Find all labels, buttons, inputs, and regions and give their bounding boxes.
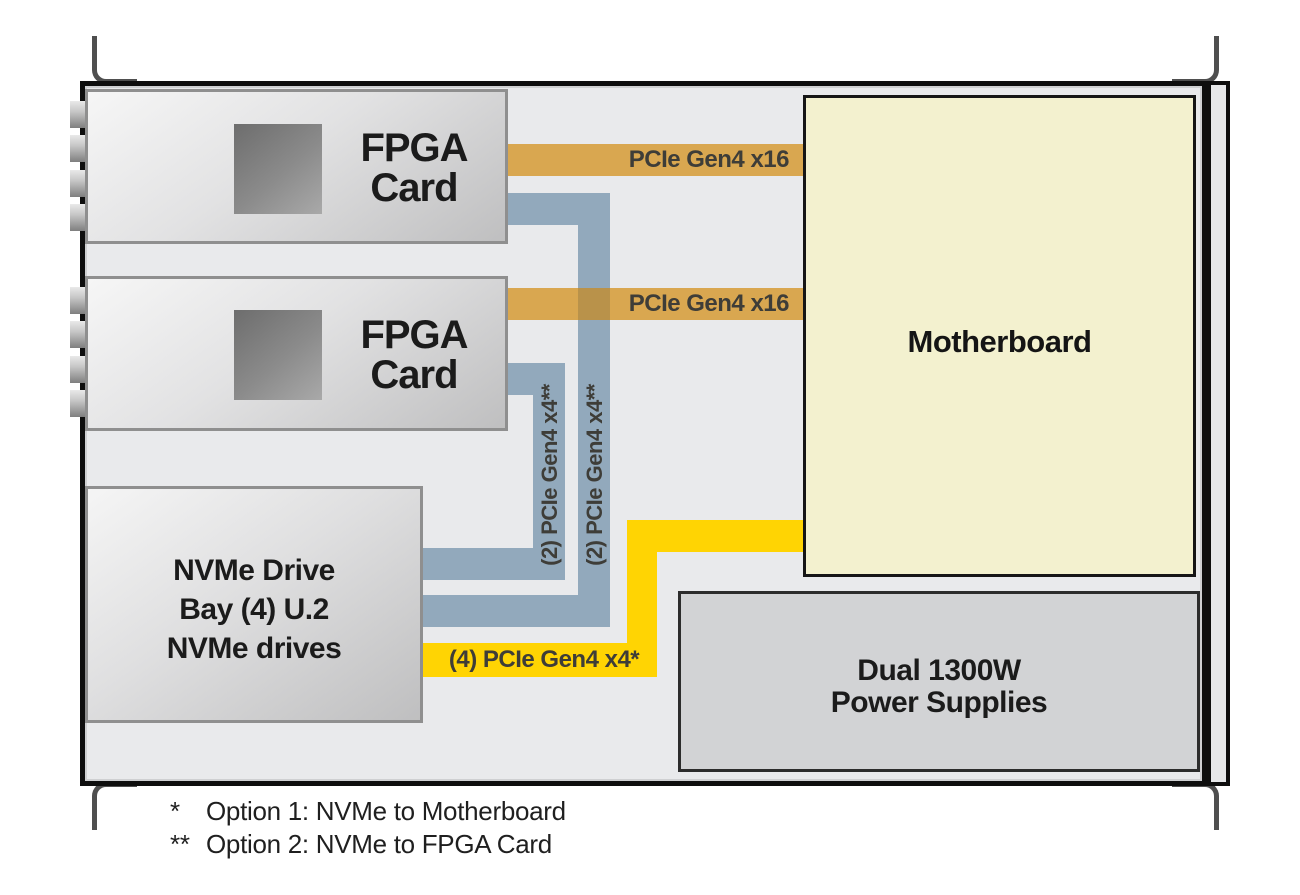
footnote2-text: Option 2: NVMe to FPGA Card	[206, 829, 552, 859]
nvme-label-line2: Bay (4) U.2	[179, 593, 329, 626]
link-fpga1-x16-bar: PCIe Gen4 x16	[508, 144, 803, 176]
link-nvme-mb-label: (4) PCIe Gen4 x4*	[448, 646, 640, 673]
motherboard: Motherboard	[803, 95, 1196, 577]
motherboard-label: Motherboard	[907, 324, 1092, 359]
link-fpga2-nvme-label: (2) PCIe Gen4 x4**	[537, 384, 562, 566]
psu-label-line2: Power Supplies	[830, 685, 1048, 719]
link-fpga2-x16-label: PCIe Gen4 x16	[628, 290, 790, 317]
link-fpga1-nvme-segment-h2	[423, 595, 610, 627]
rack-bracket-top-right	[1172, 36, 1219, 84]
footnote-option-1: * Option 1: NVMe to Motherboard	[170, 795, 566, 828]
rack-bracket-top-left	[92, 36, 137, 84]
rack-bracket-bottom-right	[1172, 782, 1219, 830]
fpga2-label-line1: FPGA	[360, 313, 468, 357]
link-nvme-mb-segment-h-top	[627, 520, 803, 552]
link-nvme-mb-bar: (4) PCIe Gen4 x4*	[423, 643, 657, 677]
link-crossing-blend	[578, 288, 610, 320]
link-fpga1-nvme-label: (2) PCIe Gen4 x4**	[582, 384, 607, 566]
footnote2-marker: **	[170, 829, 190, 859]
power-supplies: Dual 1300W Power Supplies	[678, 591, 1200, 772]
link-fpga2-x16-bar: PCIe Gen4 x16	[508, 288, 803, 320]
nvme-drive-bay: NVMe Drive Bay (4) U.2 NVMe drives	[85, 486, 423, 723]
fpga2-label: FPGA Card	[328, 315, 500, 395]
link-fpga1-x16-label: PCIe Gen4 x16	[628, 146, 790, 173]
footnote-option-2: ** Option 2: NVMe to FPGA Card	[170, 828, 566, 861]
fpga-card-1: FPGA Card	[85, 89, 508, 244]
link-fpga2-nvme-segment-v	[533, 363, 565, 580]
fpga2-label-line2: Card	[370, 353, 458, 397]
link-fpga1-nvme-segment-v	[578, 193, 610, 627]
fpga1-label: FPGA Card	[328, 128, 500, 208]
fpga-card-2: FPGA Card	[85, 276, 508, 431]
fpga1-chip	[234, 124, 322, 214]
link-fpga2-nvme-segment-h2	[423, 548, 565, 580]
footnotes: * Option 1: NVMe to Motherboard ** Optio…	[170, 795, 566, 861]
fpga1-label-line1: FPGA	[360, 126, 468, 170]
fpga2-chip	[234, 310, 322, 400]
fpga1-label-line2: Card	[370, 166, 458, 210]
footnote1-text: Option 1: NVMe to Motherboard	[206, 796, 566, 826]
footnote1-marker: *	[170, 796, 180, 826]
nvme-label-line1: NVMe Drive	[173, 554, 335, 587]
chassis-right-panel	[1207, 81, 1230, 786]
rack-bracket-bottom-left	[92, 782, 137, 830]
nvme-label-line3: NVMe drives	[166, 632, 342, 665]
psu-label-line1: Dual 1300W	[857, 653, 1021, 687]
